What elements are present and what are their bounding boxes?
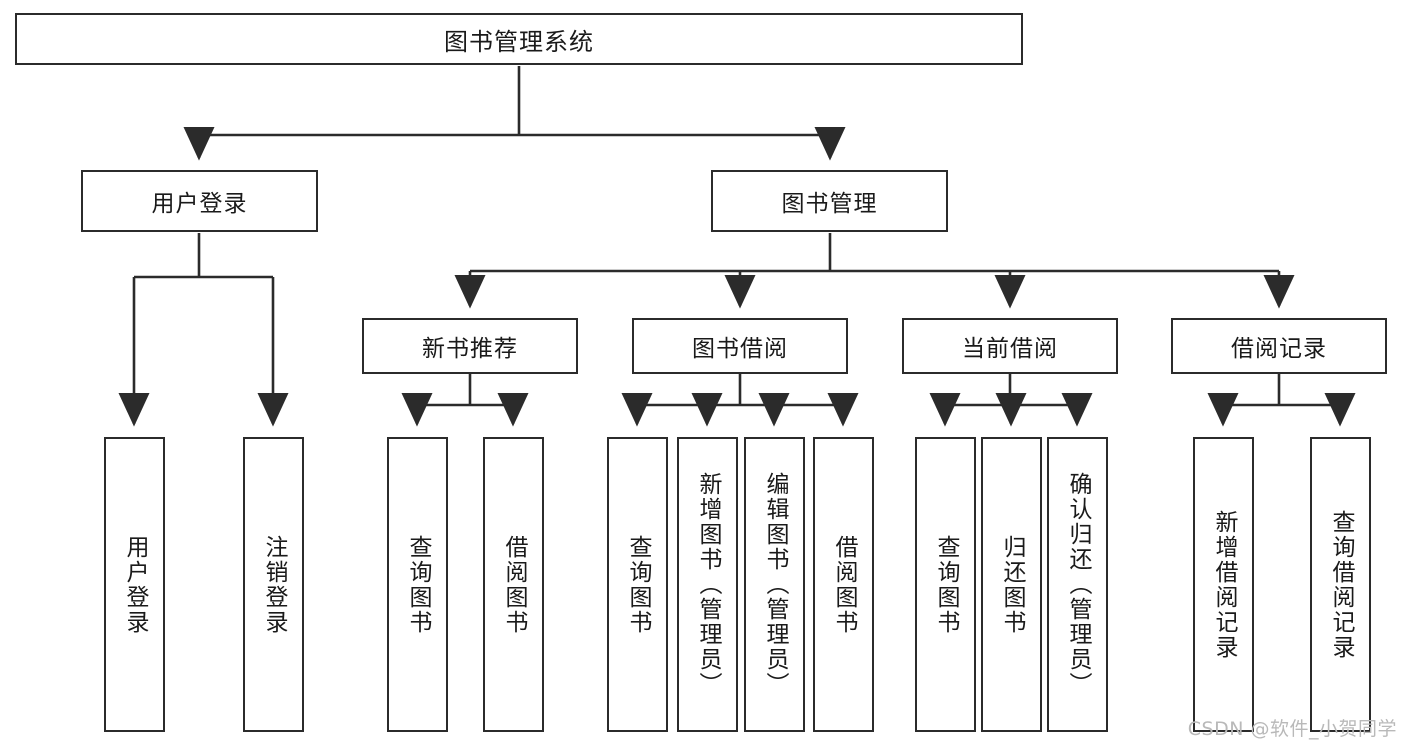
node-root-system[interactable]: 图书管理系统 [15,13,1023,65]
leaf-user-login-login[interactable]: 用户登录 [104,437,165,732]
leaf-recommend-borrow-book[interactable]: 借阅图书 [483,437,544,732]
node-label: 图书管理系统 [444,27,594,56]
leaf-borrow-add-book-admin[interactable]: 新增图书（管理员） [677,437,738,732]
leaf-record-add-record[interactable]: 新增借阅记录 [1193,437,1254,732]
node-label: 查询借阅记录 [1328,509,1354,660]
node-label: 新增图书（管理员） [695,472,721,697]
leaf-current-query-book[interactable]: 查询图书 [915,437,976,732]
leaf-recommend-query-book[interactable]: 查询图书 [387,437,448,732]
node-borrow-record[interactable]: 借阅记录 [1171,318,1387,374]
node-label: 图书管理 [781,191,878,217]
watermark-text: CSDN @软件_小贺同学 [1187,718,1397,740]
node-current-borrow[interactable]: 当前借阅 [902,318,1118,374]
node-label: 新增借阅记录 [1211,509,1237,660]
node-book-borrow[interactable]: 图书借阅 [632,318,848,374]
leaf-record-query-record[interactable]: 查询借阅记录 [1310,437,1371,732]
node-label: 查询图书 [933,534,959,635]
leaf-borrow-edit-book-admin[interactable]: 编辑图书（管理员） [744,437,805,732]
node-label: 借阅图书 [831,534,857,635]
node-label: 查询图书 [405,534,431,635]
leaf-user-login-logout[interactable]: 注销登录 [243,437,304,732]
node-user-login[interactable]: 用户登录 [81,170,318,232]
node-label: 新书推荐 [422,336,518,362]
node-book-management[interactable]: 图书管理 [711,170,948,232]
node-label: 查询图书 [625,534,651,635]
node-label: 确认归还（管理员） [1065,472,1091,697]
leaf-borrow-query-book[interactable]: 查询图书 [607,437,668,732]
node-label: 图书借阅 [692,336,788,362]
node-new-book-recommend[interactable]: 新书推荐 [362,318,578,374]
node-label: 当前借阅 [962,336,1058,362]
leaf-current-return-book[interactable]: 归还图书 [981,437,1042,732]
leaf-borrow-borrow-book[interactable]: 借阅图书 [813,437,874,732]
node-label: 注销登录 [261,534,287,635]
node-label: 借阅图书 [501,534,527,635]
node-label: 归还图书 [999,534,1025,635]
node-label: 用户登录 [122,534,148,635]
node-label: 用户登录 [151,191,248,217]
leaf-current-confirm-return-admin[interactable]: 确认归还（管理员） [1047,437,1108,732]
node-label: 借阅记录 [1231,336,1327,362]
node-label: 编辑图书（管理员） [762,472,788,697]
